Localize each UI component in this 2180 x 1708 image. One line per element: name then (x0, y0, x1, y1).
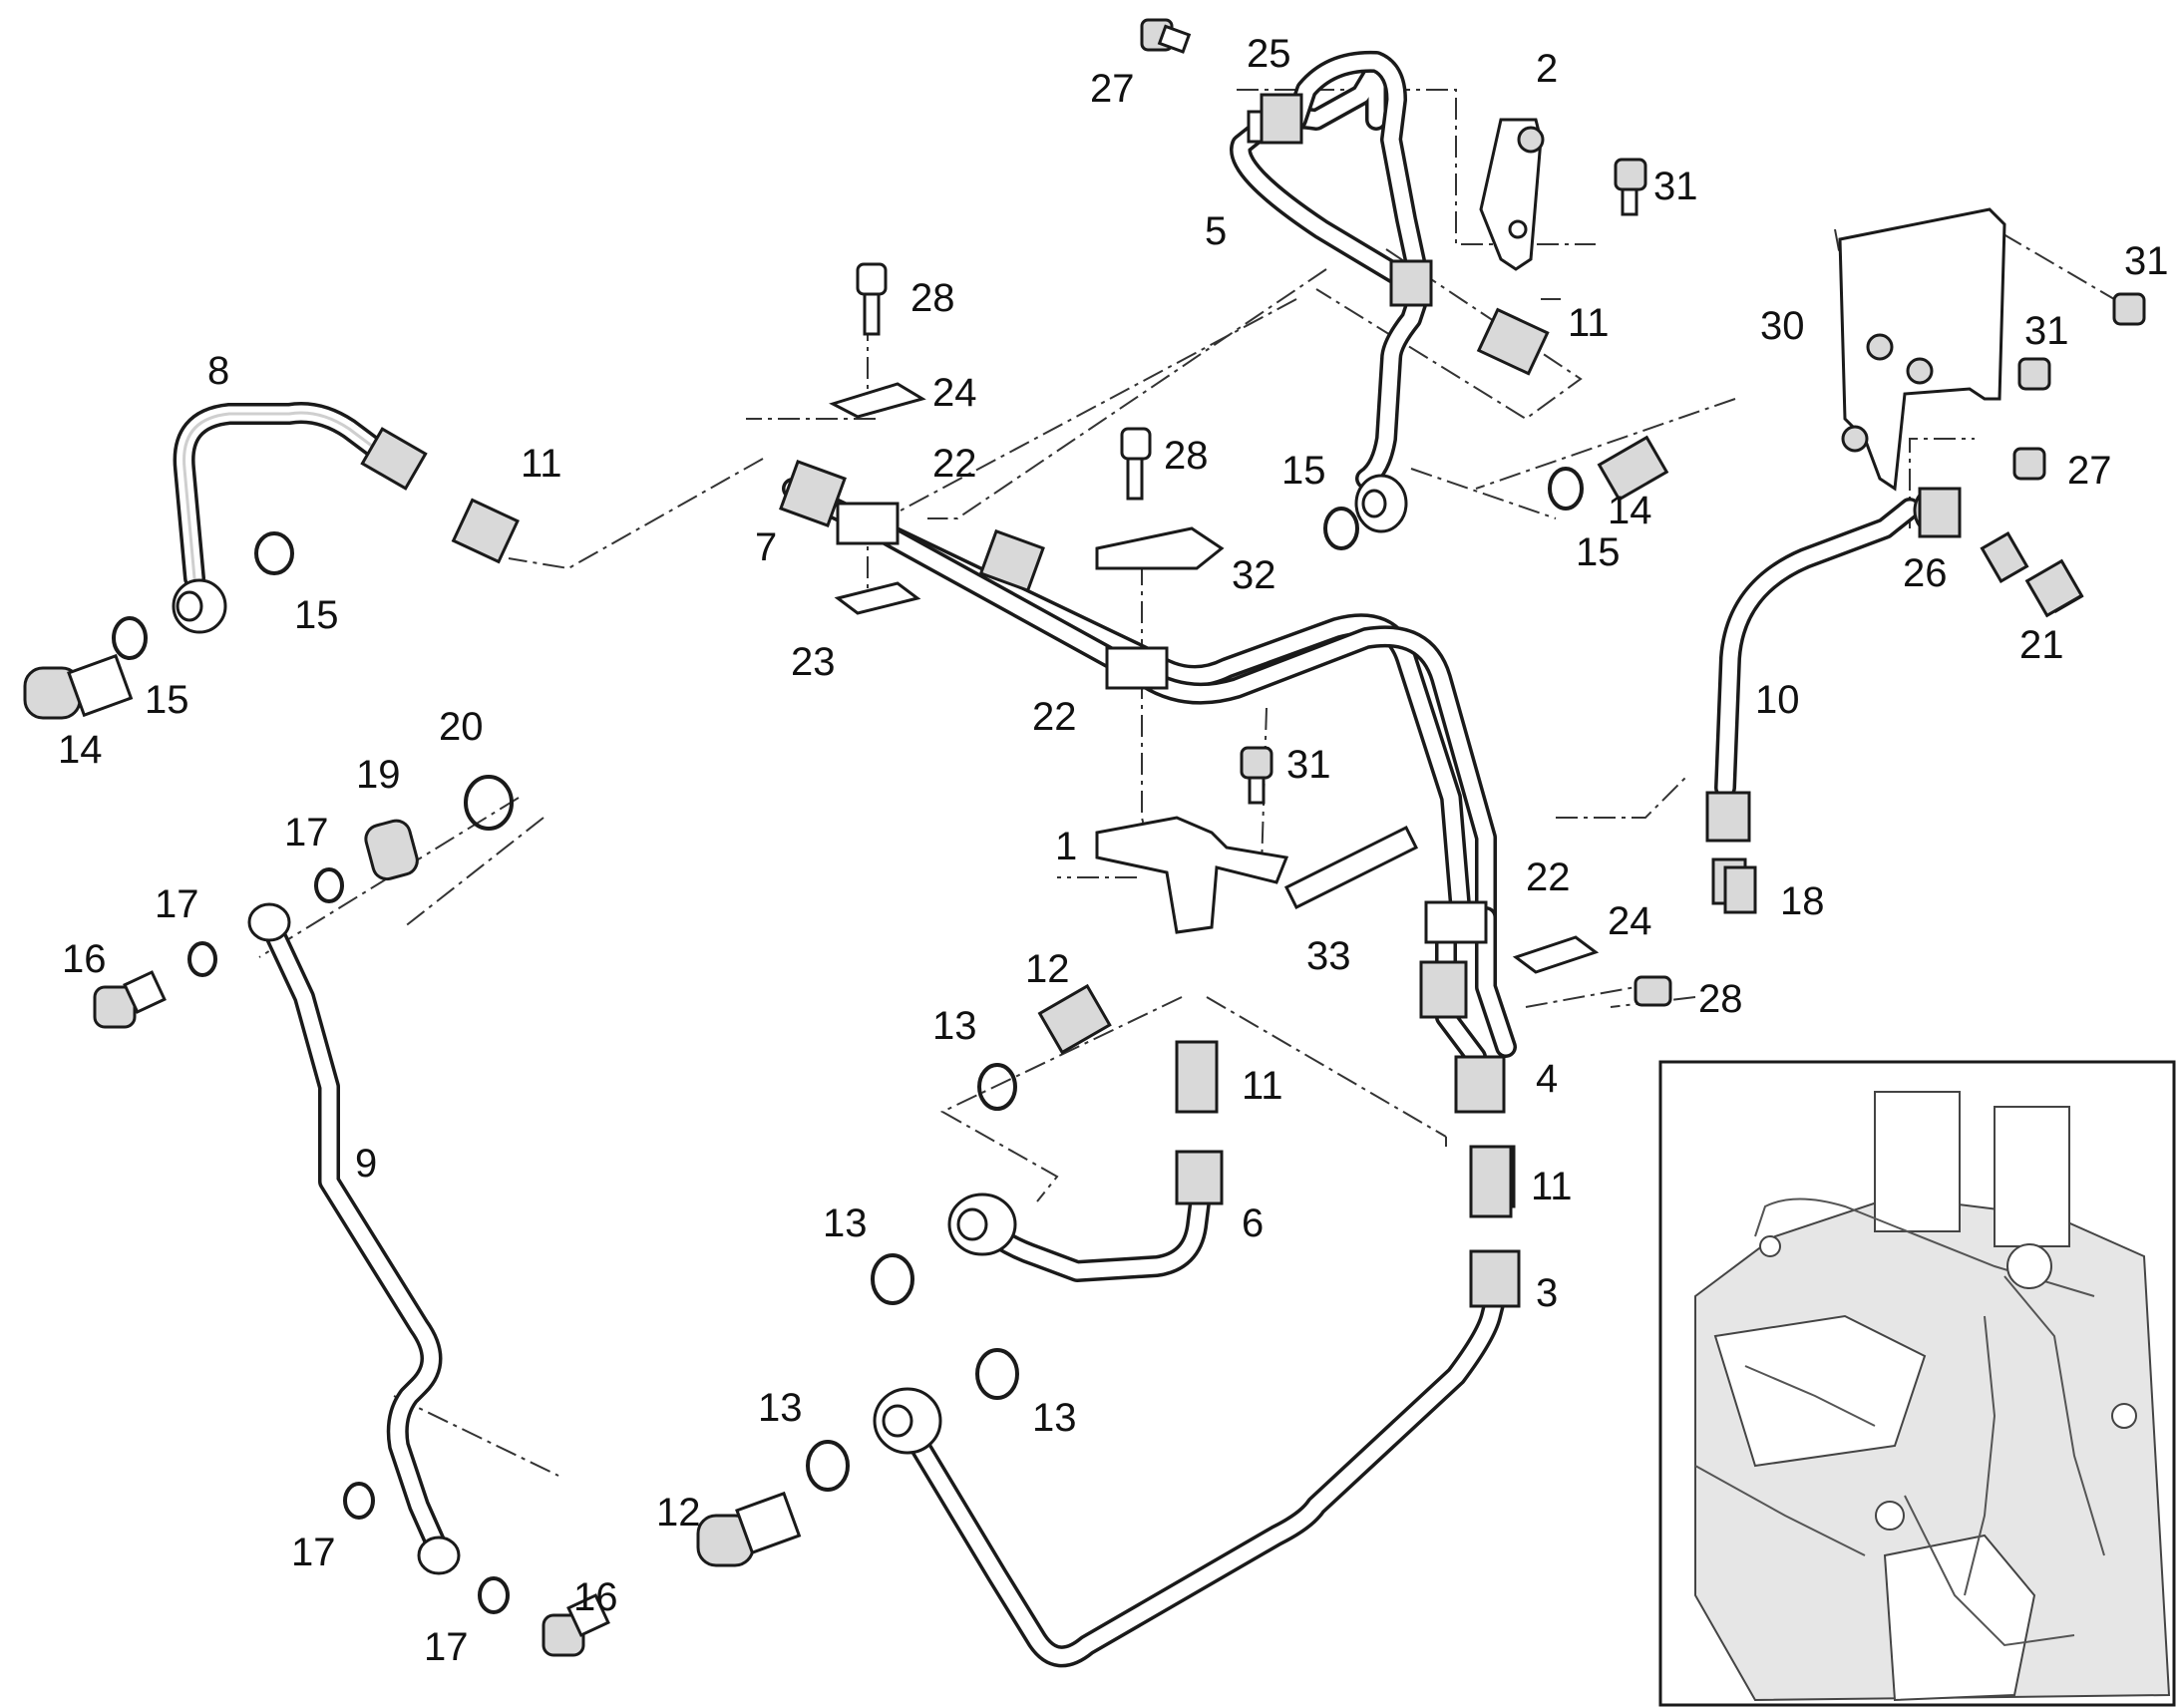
callout-28-b: 28 (1164, 434, 1209, 478)
callout-31-c: 31 (2024, 309, 2069, 353)
callout-16-a: 16 (62, 937, 107, 981)
callout-22-c: 22 (1526, 855, 1571, 899)
callout-19: 19 (356, 753, 401, 797)
callout-27-b: 27 (2067, 449, 2112, 493)
callout-17-b: 17 (155, 882, 199, 926)
bolts (856, 18, 2146, 1007)
callout-23: 23 (791, 640, 836, 684)
pipe-3 (873, 1145, 1521, 1668)
callout-13-c: 13 (758, 1386, 803, 1430)
callout-6: 6 (1242, 1201, 1264, 1245)
callout-12-b: 12 (656, 1491, 701, 1535)
engine-inset (1658, 1060, 2176, 1707)
pipe-5 (1230, 50, 1433, 533)
callout-labels: 1 2 3 4 5 6 7 8 9 10 11 11 11 11 12 12 1… (58, 32, 2169, 1669)
callout-11-b: 11 (1568, 301, 1610, 345)
callout-1: 1 (1055, 825, 1077, 868)
callout-13-d: 13 (1032, 1396, 1077, 1440)
callout-26: 26 (1903, 551, 1948, 595)
callout-22-b: 22 (1032, 695, 1077, 739)
callout-14-b: 14 (1608, 489, 1652, 532)
callout-4: 4 (1536, 1057, 1558, 1101)
callout-18: 18 (1780, 879, 1825, 923)
callout-3: 3 (1536, 1271, 1558, 1315)
manifold-7 (779, 460, 1517, 1114)
callout-15-a: 15 (294, 593, 339, 637)
callout-33: 33 (1306, 934, 1351, 978)
callout-28-a: 28 (910, 276, 955, 320)
callout-16-b: 16 (573, 1575, 618, 1619)
callout-31-b: 31 (2124, 239, 2169, 283)
callout-14-a: 14 (58, 728, 103, 772)
callout-24-b: 24 (1608, 899, 1652, 943)
callout-28-c: 28 (1698, 977, 1743, 1021)
callout-8: 8 (207, 349, 229, 393)
callout-15-c: 15 (1281, 449, 1326, 493)
callout-11-a: 11 (521, 442, 562, 486)
callout-7: 7 (755, 525, 777, 569)
callout-13-a: 13 (932, 1004, 977, 1048)
callout-27-a: 27 (1090, 67, 1135, 111)
callout-9: 9 (355, 1142, 377, 1186)
callout-32: 32 (1232, 553, 1276, 597)
callout-31-a: 31 (1653, 165, 1698, 208)
callout-17-c: 17 (291, 1531, 336, 1574)
callout-25: 25 (1247, 32, 1291, 76)
callout-22-a: 22 (932, 442, 977, 486)
callout-24-a: 24 (932, 371, 977, 415)
callout-31-d: 31 (1286, 743, 1331, 787)
callout-11-d: 11 (1531, 1165, 1573, 1208)
callout-5: 5 (1205, 209, 1227, 253)
callout-15-d: 15 (1576, 530, 1621, 574)
callout-17-d: 17 (424, 1625, 469, 1669)
brackets (829, 93, 2006, 974)
callout-30: 30 (1760, 304, 1805, 348)
fittings (23, 307, 2084, 1657)
callout-15-b: 15 (145, 678, 189, 722)
callout-13-b: 13 (823, 1201, 868, 1245)
pipe-6 (947, 1150, 1224, 1282)
pipe-9 (247, 902, 461, 1575)
callout-10: 10 (1755, 678, 1800, 722)
callout-12-a: 12 (1025, 947, 1070, 991)
pipe-8 (172, 402, 428, 634)
callout-2: 2 (1536, 47, 1558, 91)
callout-20: 20 (439, 705, 484, 749)
callout-17-a: 17 (284, 811, 329, 854)
callout-21: 21 (2019, 623, 2064, 667)
callout-11-c: 11 (1242, 1064, 1283, 1108)
